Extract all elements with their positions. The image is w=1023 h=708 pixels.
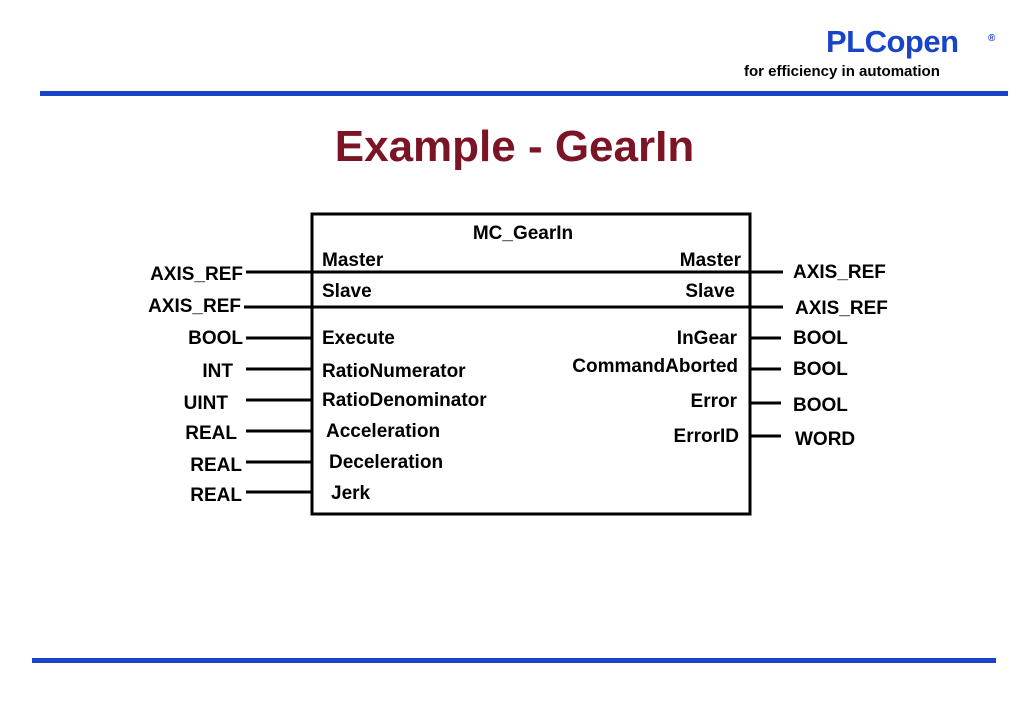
input-name-deceleration: Deceleration [329,452,443,473]
output-name-slave: Slave [685,281,735,302]
input-type-acceleration: REAL [185,423,237,444]
input-type-master: AXIS_REF [150,264,243,285]
function-block-name: MC_GearIn [473,223,573,244]
input-name-execute: Execute [322,328,395,349]
input-type-rationumerator: INT [202,361,233,382]
header-rule [40,91,1008,96]
output-name-commandaborted: CommandAborted [572,356,738,377]
footer-rule [32,658,996,663]
input-type-slave: AXIS_REF [148,296,241,317]
output-type-master: AXIS_REF [793,262,886,283]
output-name-ingear: InGear [677,328,738,349]
input-name-rationumerator: RatioNumerator [322,361,466,382]
brand-tagline: for efficiency in automation [744,63,940,80]
function-block-box [310,212,752,516]
input-name-master: Master [322,250,384,271]
output-type-error: BOOL [793,395,848,416]
input-type-deceleration: REAL [190,455,242,476]
output-type-slave: AXIS_REF [795,298,888,319]
input-type-jerk: REAL [190,485,242,506]
output-name-master: Master [680,250,742,271]
input-name-ratiodenominator: RatioDenominator [322,390,487,411]
output-type-errorid: WORD [795,429,855,450]
output-type-commandaborted: BOOL [793,359,848,380]
output-type-ingear: BOOL [793,328,848,349]
input-name-acceleration: Acceleration [326,421,440,442]
input-type-ratiodenominator: UINT [184,393,229,414]
output-name-errorid: ErrorID [674,426,739,447]
input-type-execute: BOOL [188,328,243,349]
slide-title: Example - GearIn [334,122,695,171]
output-name-error: Error [691,391,738,412]
input-name-slave: Slave [322,281,372,302]
registered-mark: ® [988,33,996,44]
input-name-jerk: Jerk [331,483,371,504]
brand-logo-text: PLCopen [826,24,959,59]
